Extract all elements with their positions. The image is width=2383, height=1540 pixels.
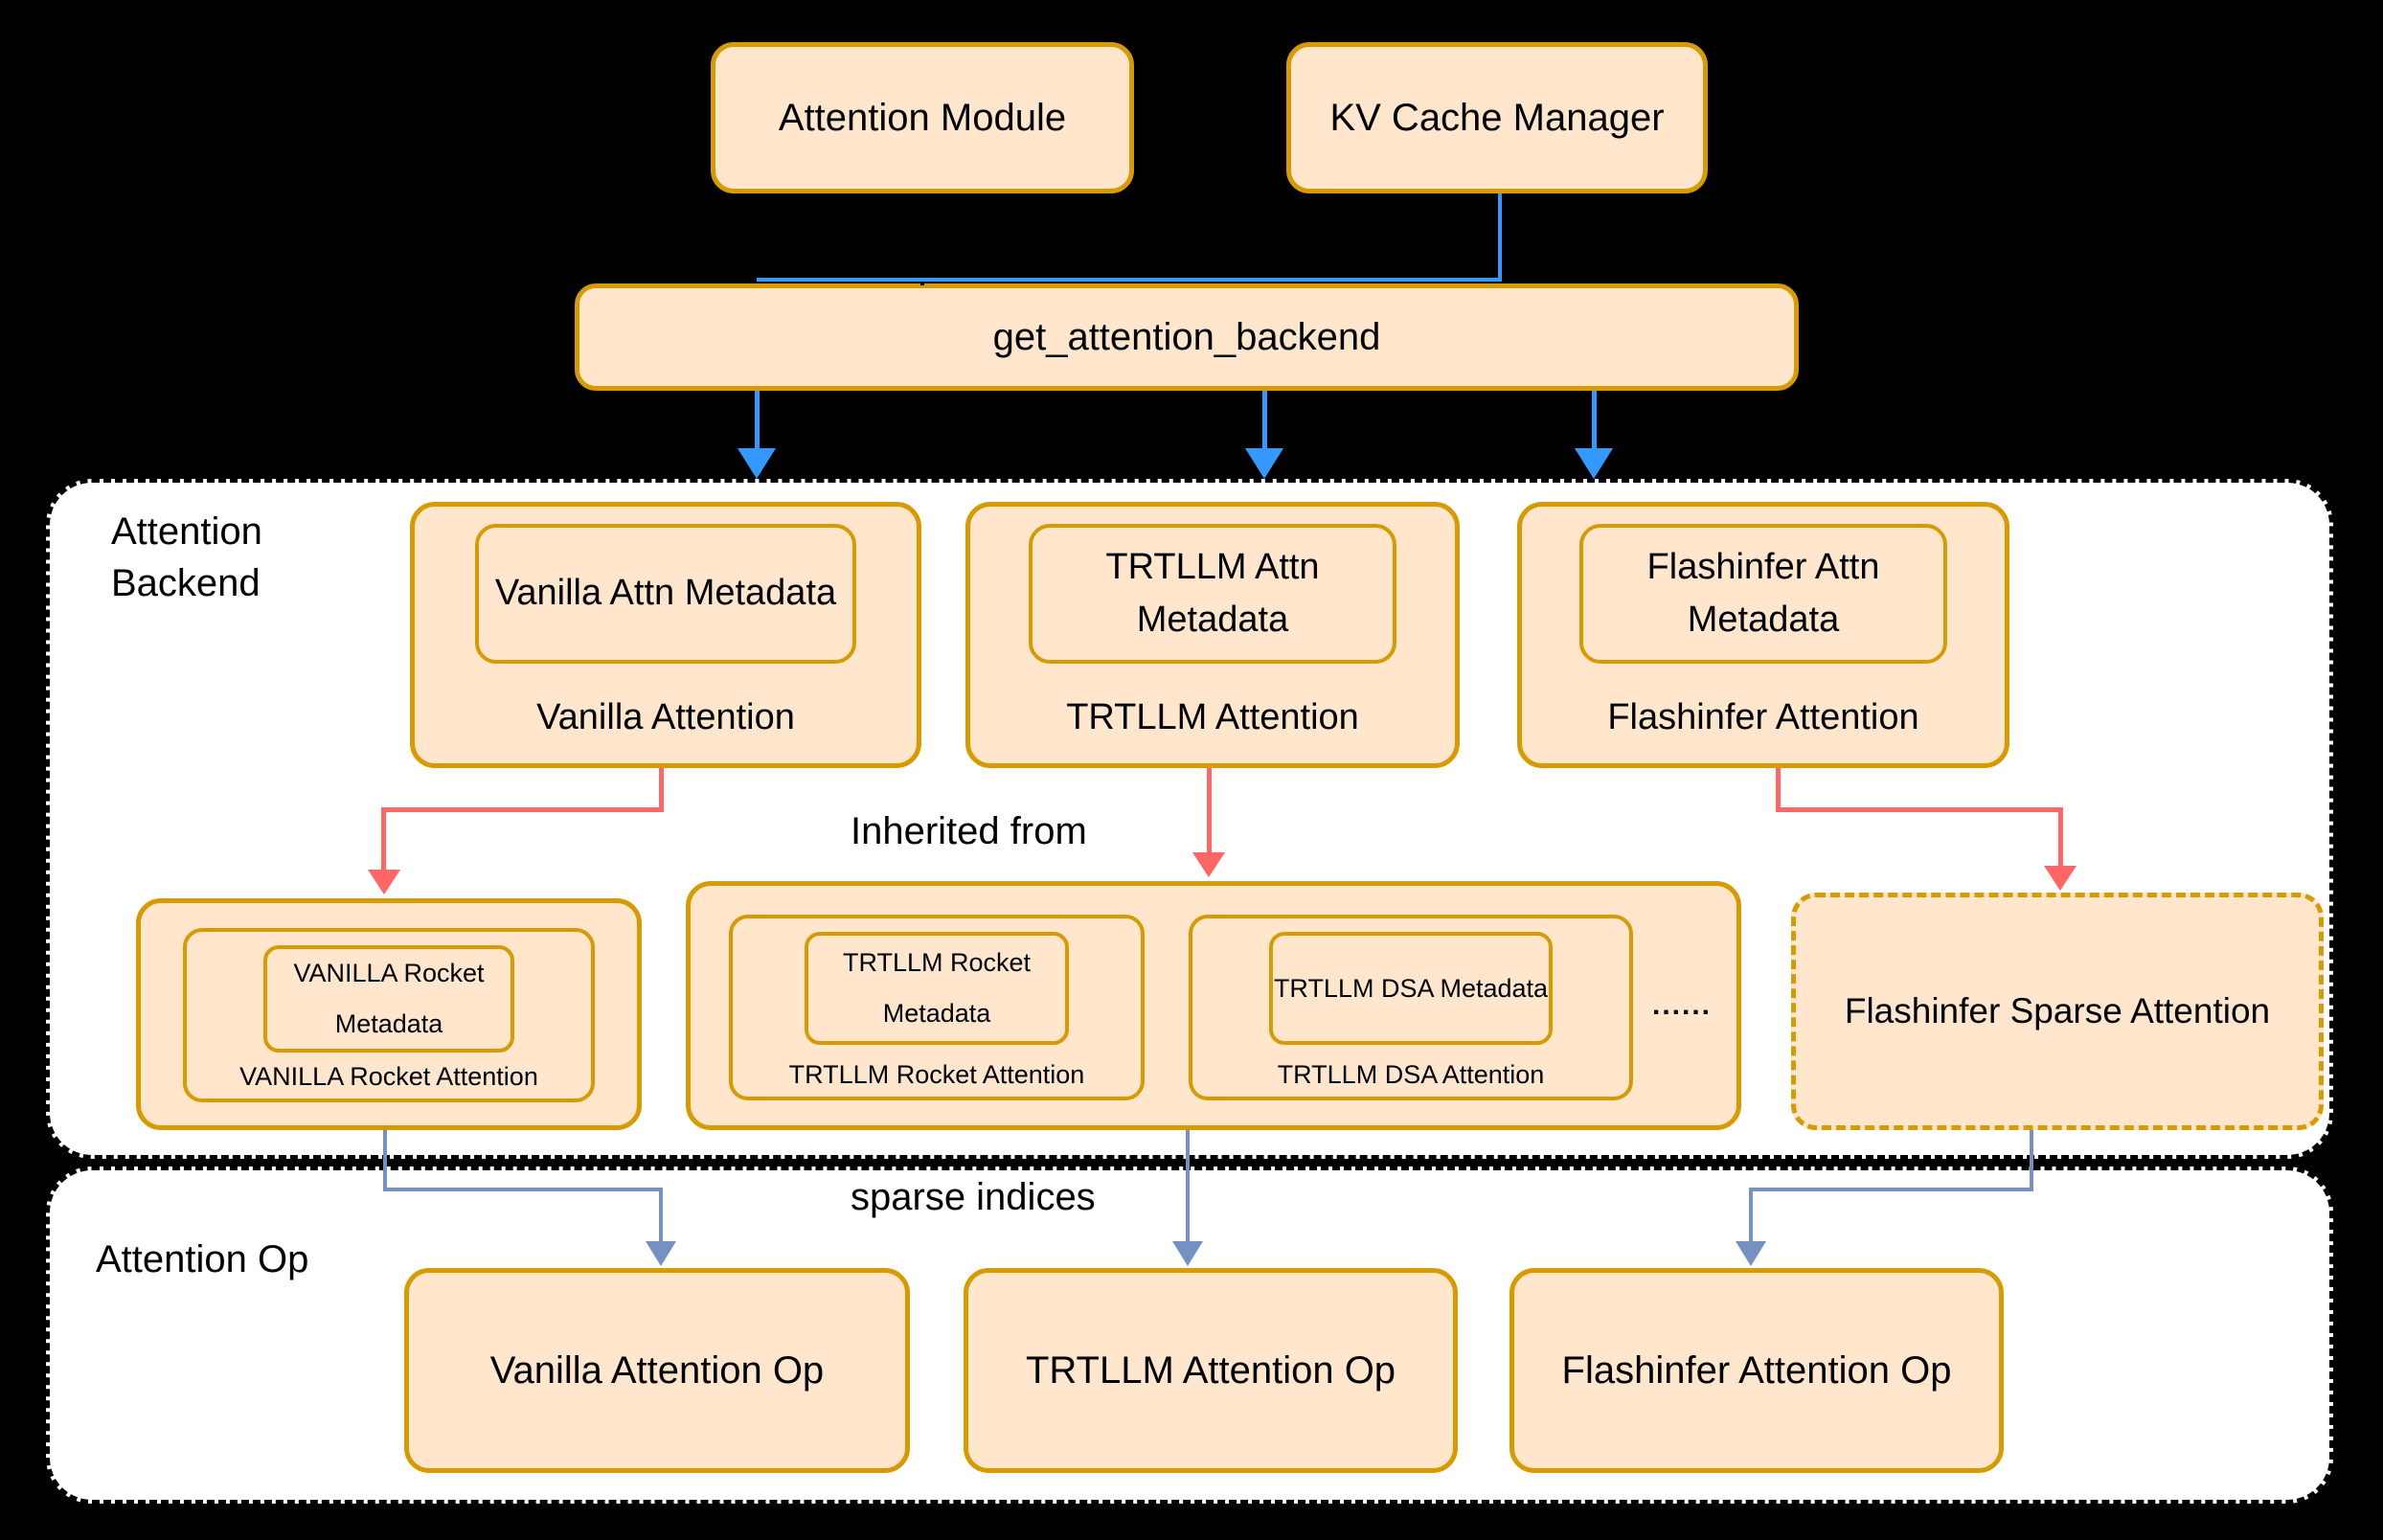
slate-arrow-vanilla-h [383,1188,663,1191]
flashinfer-sparse-attention-node: Flashinfer Sparse Attention [1791,893,2324,1130]
more-backends-ellipsis: ...... [1652,989,1713,1021]
vanilla-attn-metadata-node: Vanilla Attn Metadata [474,524,857,664]
slate-arrow-flashinfer-v1 [2030,1130,2033,1191]
vanilla-attention-label: Vanilla Attention [536,697,795,737]
sparse-indices-label: sparse indices [851,1176,1096,1218]
slate-arrow-trtllm-line [1186,1130,1190,1243]
slate-arrow-trtllm-head [1172,1241,1203,1266]
trtllm-rocket-attention-node: TRTLLM Rocket Metadata TRTLLM Rocket Att… [729,915,1145,1100]
slate-arrow-flashinfer-h [1749,1188,2033,1191]
get-attention-backend-node: get_attention_backend [575,283,1799,391]
slate-arrow-vanilla-v1 [383,1130,387,1191]
trtllm-dsa-attention-node: TRTLLM DSA Metadata TRTLLM DSA Attention [1189,915,1633,1100]
trtllm-dsa-attention-label: TRTLLM DSA Attention [1277,1060,1545,1089]
red-arrow-vanilla-h [381,807,664,812]
blue-arrow-3-line [1592,391,1597,452]
red-arrow-vanilla-head [368,870,400,895]
flashinfer-attn-metadata-node: Flashinfer Attn Metadata [1579,524,1947,664]
attention-module-connector-line [920,193,924,285]
flashinfer-attention-op-node: Flashinfer Attention Op [1509,1268,2004,1473]
flashinfer-attention-node: Flashinfer Attn Metadata Flashinfer Atte… [1517,502,2009,768]
flashinfer-attention-label: Flashinfer Attention [1607,697,1919,737]
red-arrow-trtllm-head [1192,852,1225,877]
slate-arrow-vanilla-v2 [659,1188,663,1243]
red-arrow-flashinfer-v2 [2058,807,2063,870]
trtllm-rocket-attention-label: TRTLLM Rocket Attention [788,1060,1085,1089]
vanilla-rocket-group: VANILLA Rocket Metadata VANILLA Rocket A… [136,898,642,1130]
vanilla-rocket-attention-node: VANILLA Rocket Metadata VANILLA Rocket A… [183,928,595,1102]
vanilla-rocket-metadata-node: VANILLA Rocket Metadata [263,945,514,1053]
red-arrow-flashinfer-h [1776,807,2063,812]
blue-arrow-1-line [755,391,760,452]
attention-op-section-label: Attention Op [96,1238,309,1280]
vanilla-attention-node: Vanilla Attn Metadata Vanilla Attention [410,502,921,768]
attention-module-node: Attention Module [711,42,1134,193]
blue-arrow-2-head [1245,448,1283,479]
blue-arrow-1-head [738,448,776,479]
trtllm-attention-node: TRTLLM Attn Metadata TRTLLM Attention [965,502,1460,768]
vanilla-rocket-attention-label: VANILLA Rocket Attention [239,1062,538,1091]
inherited-from-label: Inherited from [851,810,1087,852]
slate-arrow-flashinfer-v2 [1749,1188,1753,1243]
blue-arrow-3-head [1575,448,1613,479]
kv-cache-connector-horizontal [757,278,1502,282]
kv-cache-manager-node: KV Cache Manager [1286,42,1708,193]
trtllm-derived-group: TRTLLM Rocket Metadata TRTLLM Rocket Att… [686,881,1741,1130]
attention-backend-section-label: Attention Backend [111,510,262,604]
red-arrow-trtllm-line [1207,768,1212,856]
trtllm-attention-op-node: TRTLLM Attention Op [964,1268,1458,1473]
red-arrow-flashinfer-head [2044,866,2077,891]
red-arrow-vanilla-v2 [381,807,386,874]
trtllm-attn-metadata-node: TRTLLM Attn Metadata [1028,524,1397,664]
trtllm-attention-label: TRTLLM Attention [1066,697,1359,737]
red-arrow-vanilla-v1 [659,768,664,812]
slate-arrow-flashinfer-head [1736,1241,1766,1266]
red-arrow-flashinfer-v1 [1776,768,1781,812]
trtllm-rocket-metadata-node: TRTLLM Rocket Metadata [805,932,1069,1045]
kv-cache-connector-vertical [1498,193,1502,282]
slate-arrow-vanilla-head [646,1241,676,1266]
trtllm-dsa-metadata-node: TRTLLM DSA Metadata [1269,932,1553,1045]
blue-arrow-2-line [1262,391,1267,452]
vanilla-attention-op-node: Vanilla Attention Op [404,1268,910,1473]
